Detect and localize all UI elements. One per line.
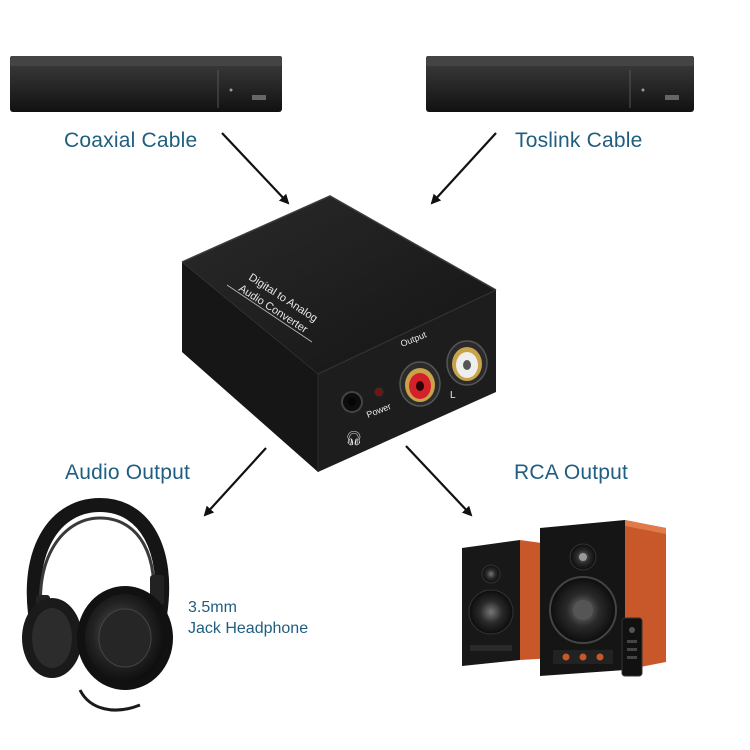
label-jack-line1: 3.5mm xyxy=(188,599,237,616)
label-rca-output: RCA Output xyxy=(514,461,629,484)
rca-red-jack xyxy=(399,361,441,407)
arrow-rca-output xyxy=(405,445,473,517)
headphones xyxy=(22,497,173,712)
label-jack-headphone: 3.5mm Jack Headphone xyxy=(188,597,308,639)
arrow-toslink xyxy=(430,132,497,205)
label-toslink-cable: Toslink Cable xyxy=(515,129,643,152)
coaxial-player xyxy=(10,56,282,112)
arrow-audio-output xyxy=(203,447,267,517)
label-audio-output: Audio Output xyxy=(65,461,190,484)
toslink-player xyxy=(426,56,694,112)
speakers xyxy=(462,520,666,677)
device-left-label: L xyxy=(450,390,456,401)
headphone-icon: 🎧︎ xyxy=(345,431,363,447)
arrow-coaxial xyxy=(221,132,290,205)
converter-box: Digital to Analog Audio Converter 🎧︎ Pow… xyxy=(181,195,497,472)
rca-white-jack xyxy=(446,340,488,386)
label-jack-line2: Jack Headphone xyxy=(188,620,309,637)
power-led xyxy=(374,387,384,397)
label-coaxial-cable: Coaxial Cable xyxy=(64,129,198,152)
